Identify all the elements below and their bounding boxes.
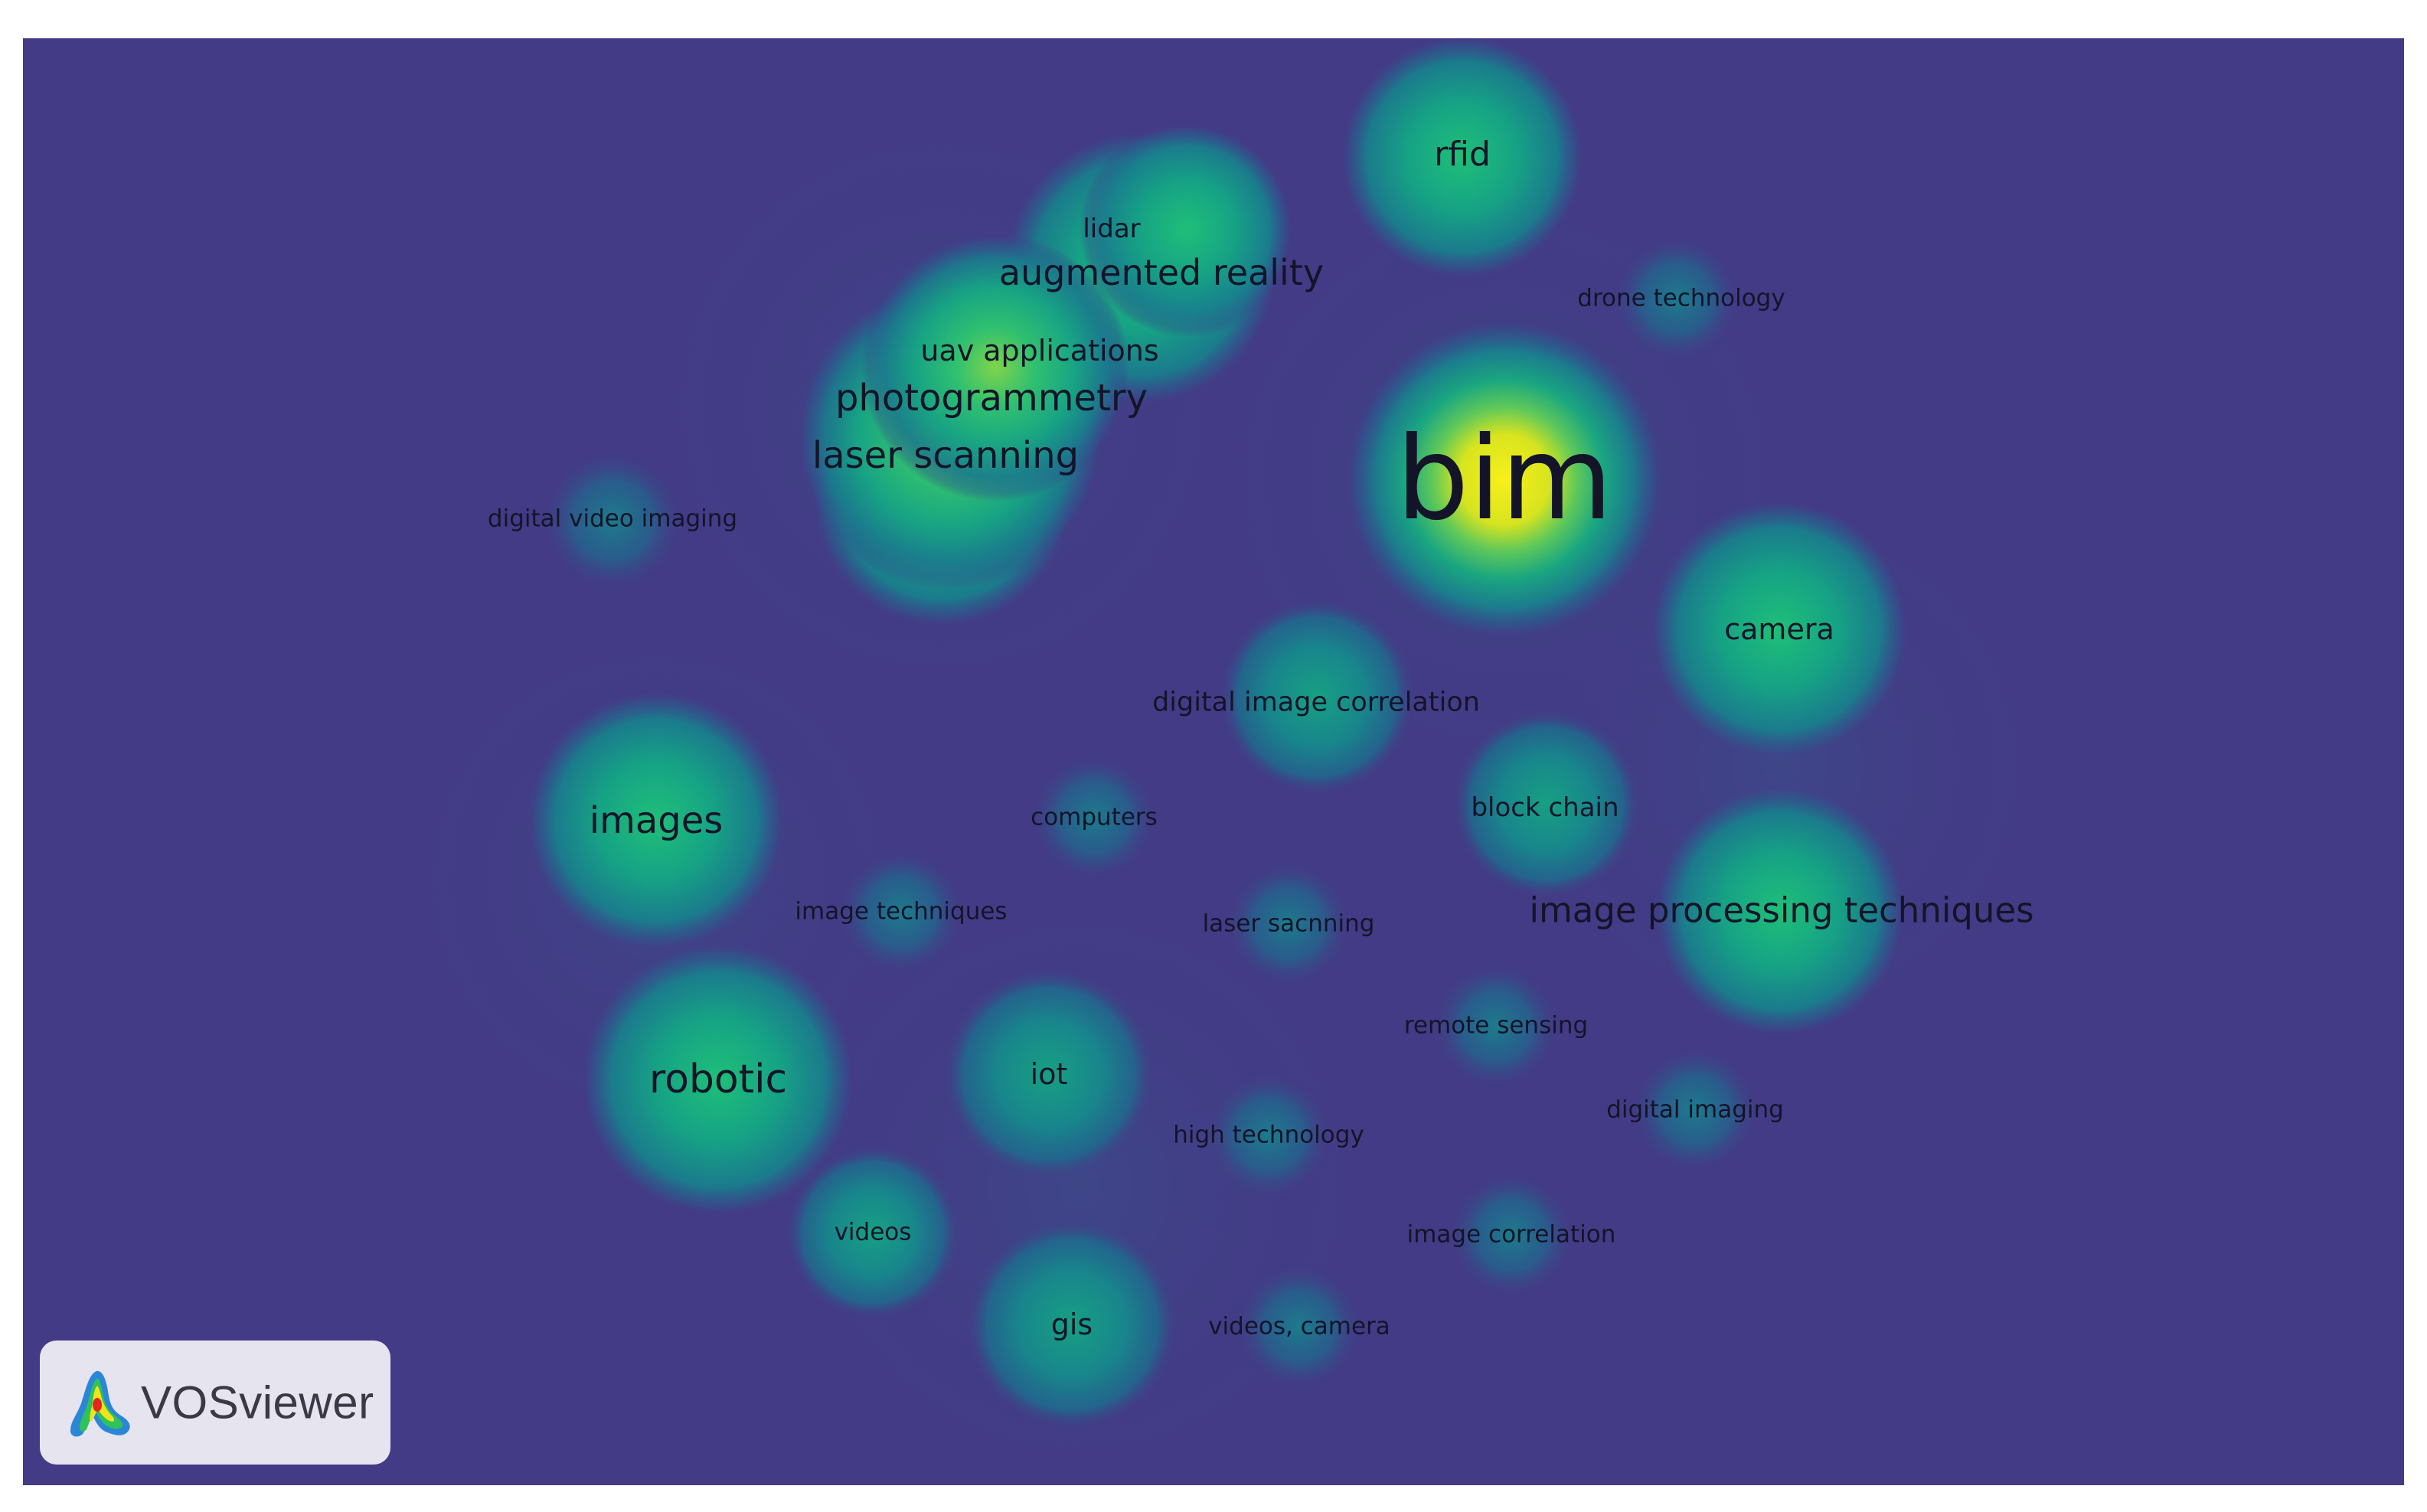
term-label-digital-image-correlation[interactable]: digital image correlation <box>1152 687 1480 718</box>
density-blob-gis <box>965 1217 1179 1432</box>
term-label-block-chain[interactable]: block chain <box>1471 792 1619 823</box>
density-blob-images <box>526 691 786 951</box>
term-label-digital-video-imaging[interactable]: digital video imaging <box>487 505 738 533</box>
term-label-camera[interactable]: camera <box>1724 612 1834 646</box>
term-label-iot[interactable]: iot <box>1030 1057 1068 1091</box>
term-label-image-processing-techniques[interactable]: image processing techniques <box>1529 890 2034 931</box>
term-label-laser-scanning[interactable]: laser scanning <box>812 434 1080 477</box>
term-label-bim[interactable]: bim <box>1396 413 1613 546</box>
density-blob-image-techniques <box>836 847 966 977</box>
term-label-high-technology[interactable]: high technology <box>1173 1121 1364 1149</box>
density-blob-videos <box>785 1145 961 1321</box>
density-layer <box>381 38 2071 1485</box>
logo-wordmark: VOSviewer <box>141 1376 374 1429</box>
density-blob-robotic <box>580 942 856 1217</box>
term-label-digital-imaging[interactable]: digital imaging <box>1606 1096 1784 1124</box>
density-blob-laser-sacnning <box>1223 859 1354 989</box>
density-blob-block-chain <box>1451 708 1642 900</box>
density-blob-digital-image-correlation <box>1217 597 1416 796</box>
term-label-augmented-reality[interactable]: augmented reality <box>998 252 1325 293</box>
density-halo <box>1489 475 2071 1056</box>
term-label-image-techniques[interactable]: image techniques <box>795 897 1008 926</box>
density-blob-rfid <box>1340 38 1585 279</box>
term-label-images[interactable]: images <box>589 799 724 842</box>
density-blob-digital-video-imaging <box>540 448 685 593</box>
density-blob-iot <box>942 967 1156 1181</box>
term-label-robotic[interactable]: robotic <box>648 1056 788 1102</box>
density-blob-image-correlation <box>1446 1170 1576 1300</box>
term-label-videos-camera[interactable]: videos, camera <box>1208 1312 1390 1341</box>
term-label-computers[interactable]: computers <box>1031 803 1158 831</box>
density-blob-remote-sensing <box>1431 961 1561 1091</box>
term-label-remote-sensing[interactable]: remote sensing <box>1403 1011 1589 1040</box>
term-label-gis[interactable]: gis <box>1050 1308 1093 1341</box>
density-blob-photogrammetry <box>861 233 1129 501</box>
term-label-photogrammetry[interactable]: photogrammetry <box>835 377 1148 420</box>
term-label-drone-technology[interactable]: drone technology <box>1577 284 1785 312</box>
term-label-rfid[interactable]: rfid <box>1434 135 1491 174</box>
density-blob-digital-imaging <box>1630 1045 1760 1175</box>
density-blob-image-processing-techniques <box>1654 785 1906 1037</box>
term-label-lidar[interactable]: lidar <box>1083 214 1141 244</box>
vosviewer-logo: VOSviewer <box>40 1341 390 1465</box>
vosviewer-density-icon <box>70 1370 130 1437</box>
density-blob-augmented-reality <box>1080 122 1294 337</box>
density-map: bim photogrammetry laser scanning augmented… <box>23 38 2404 1485</box>
density-blob-drone-technology <box>1612 233 1742 364</box>
term-label-uav-applications[interactable]: uav applications <box>920 334 1159 367</box>
term-label-laser-sacnning[interactable]: laser sacnning <box>1202 909 1375 938</box>
term-label-image-correlation[interactable]: image correlation <box>1406 1220 1616 1249</box>
density-blob-camera <box>1649 499 1909 759</box>
density-blob-computers <box>1029 753 1159 883</box>
density-blob-videos-camera <box>1234 1262 1364 1392</box>
density-blob-bim <box>1344 318 1665 640</box>
density-blob-high-technology <box>1204 1070 1334 1200</box>
term-label-videos[interactable]: videos <box>834 1218 912 1246</box>
